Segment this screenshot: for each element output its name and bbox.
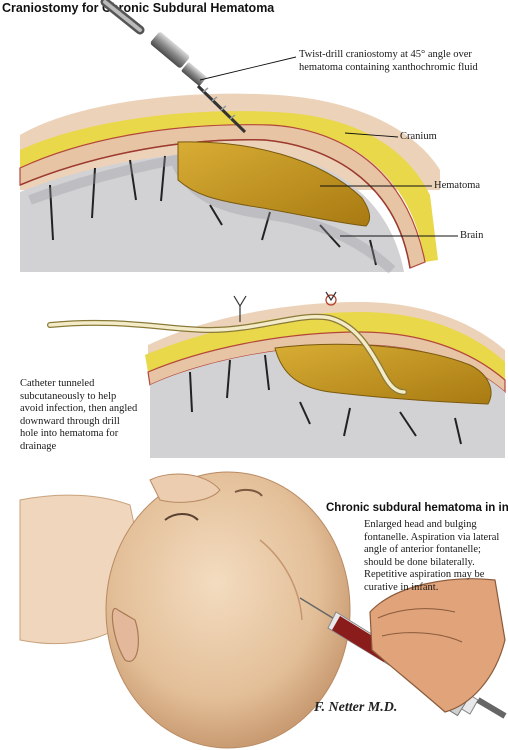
infant-eyebrow-hair (234, 488, 263, 497)
catheter-tube (48, 315, 406, 394)
infant-face (149, 473, 221, 503)
label-brain: Brain (460, 230, 484, 241)
physician-hand (369, 578, 506, 713)
label-cranium: Cranium (400, 131, 437, 142)
brain-sulci-2 (189, 354, 462, 445)
hematoma-collection (177, 141, 370, 227)
panel-cranial-section (19, 0, 458, 274)
infant-heading: Chronic subdural hematoma in infant (326, 502, 508, 514)
infant-note: Enlarged head and bulging fontanelle. As… (364, 519, 500, 593)
infant-ear (111, 607, 140, 662)
dura-line (19, 138, 411, 269)
hand-fingers (377, 608, 463, 643)
panel-catheter-drainage (47, 291, 506, 458)
brain-sulci (49, 155, 377, 266)
skin-sutures (233, 291, 337, 322)
panel-infant-aspiration (19, 471, 507, 749)
drill-note: Twist-drill craniostomy at 45° angle ove… (299, 49, 478, 73)
brain-shading (28, 154, 396, 274)
infant-head (105, 471, 351, 749)
catheter-note: Catheter tunneled subcutaneously to help… (20, 378, 138, 452)
panel1-leader-lines (199, 56, 458, 237)
artist-signature: F. Netter M.D. (314, 700, 398, 715)
figure-title: Craniostomy for Chronic Subdural Hematom… (2, 1, 275, 15)
anterior-fontanelle (259, 539, 303, 621)
label-hematoma: Hematoma (434, 180, 481, 191)
infant-eye (164, 513, 199, 521)
